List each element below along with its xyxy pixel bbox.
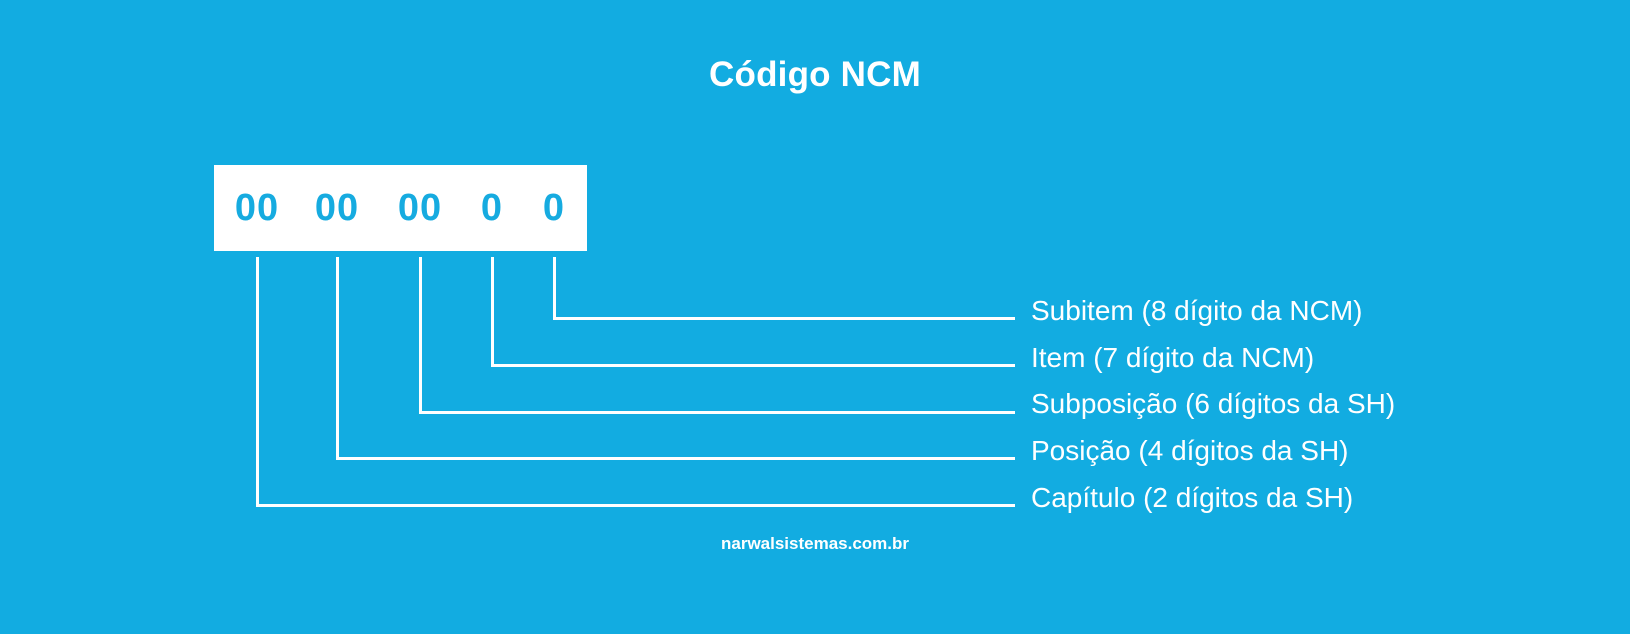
digit-group-item: 0: [480, 187, 504, 229]
footer-website: narwalsistemas.com.br: [720, 534, 910, 553]
ncm-code-box: 00 00 00 0 0: [214, 165, 587, 251]
callout-label-item: Item (7 dígito da NCM): [1031, 342, 1315, 373]
connector-line-position: [336, 257, 1015, 460]
connector-line-subitem: [553, 257, 1015, 320]
callout-label-position: Posição (4 dígitos da SH): [1031, 435, 1349, 466]
connector-line-subposition: [419, 257, 1015, 414]
digit-group-position: 00: [314, 187, 360, 229]
page-title: Código NCM: [709, 55, 921, 94]
callout-label-subitem: Subitem (8 dígito da NCM): [1031, 295, 1363, 326]
callout-label-subposition: Subposição (6 dígitos da SH): [1031, 388, 1396, 419]
callout-label-chapter: Capítulo (2 dígitos da SH): [1031, 482, 1354, 513]
connector-line-chapter: [256, 257, 1015, 507]
digit-group-subitem: 0: [542, 187, 566, 229]
connector-line-item: [491, 257, 1015, 367]
digit-group-subposition: 00: [397, 187, 443, 229]
digit-group-chapter: 00: [234, 187, 280, 229]
